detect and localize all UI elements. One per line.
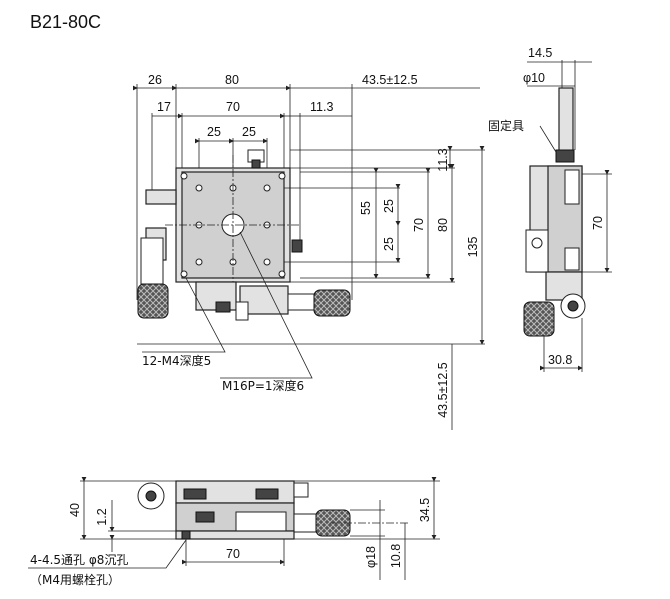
left-micrometer-knob <box>137 283 169 319</box>
dim-right-25b: 25 <box>382 237 396 251</box>
dim-right-55: 55 <box>359 201 373 215</box>
front-dim-phi18: φ18 <box>364 546 378 568</box>
dim-26: 26 <box>148 73 162 87</box>
hole-note: 4-4.5通孔 φ8沉孔 <box>30 553 128 567</box>
hole-note-bolt: （M4用螺栓孔） <box>30 572 120 587</box>
front-dim-40: 40 <box>68 503 82 517</box>
side-micrometer-knob <box>523 301 555 337</box>
dim-43-5: 43.5±12.5 <box>362 73 418 87</box>
front-view: 40 1.2 34.5 φ18 10.8 70 4-4.5通孔 φ8沉孔 （M4… <box>28 477 440 587</box>
bottom-micrometer-knob <box>313 289 351 317</box>
dim-70: 70 <box>226 100 240 114</box>
side-view: 14.5 φ10 固定具 70 30.8 <box>488 46 612 372</box>
top-view: 26 80 43.5±12.5 17 70 11.3 25 25 <box>133 73 485 430</box>
side-dim-14-5: 14.5 <box>528 46 552 60</box>
model-title: B21-80C <box>30 12 101 32</box>
dim-25b: 25 <box>242 125 256 139</box>
dim-right-80: 80 <box>436 218 450 232</box>
front-dim-10-8: 10.8 <box>389 544 403 568</box>
callout-center-hole: M16P=1深度6 <box>222 378 304 393</box>
dim-right-25a: 25 <box>382 199 396 213</box>
side-dim-phi10: φ10 <box>523 71 545 85</box>
fixture-label: 固定具 <box>488 118 524 133</box>
dim-right-135: 135 <box>466 237 480 258</box>
dim-right-70: 70 <box>412 218 426 232</box>
side-dim-70: 70 <box>591 216 605 230</box>
front-dim-1-2: 1.2 <box>95 508 109 525</box>
dim-25a: 25 <box>207 125 221 139</box>
callout-holes: 12-M4深度5 <box>142 353 211 368</box>
dim-17: 17 <box>157 100 171 114</box>
side-dim-30-8: 30.8 <box>548 353 572 367</box>
front-dim-34-5: 34.5 <box>418 498 432 522</box>
dim-right-43-5: 43.5±12.5 <box>436 362 450 418</box>
dim-right-11-3: 11.3 <box>436 148 450 171</box>
dim-80: 80 <box>225 73 239 87</box>
dim-11-3: 11.3 <box>310 100 333 114</box>
front-dim-70: 70 <box>226 547 240 561</box>
